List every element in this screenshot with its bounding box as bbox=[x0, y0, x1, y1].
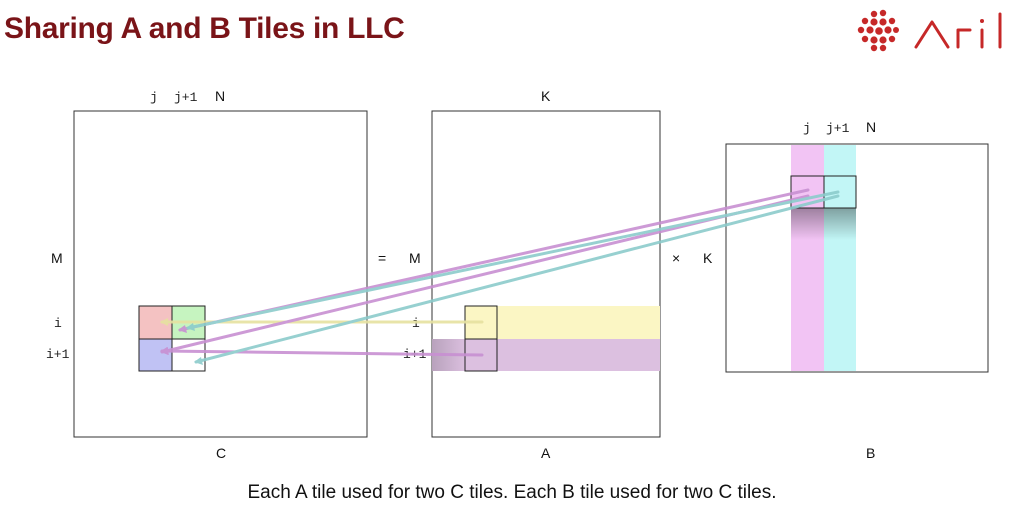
b-tile-j1 bbox=[823, 175, 857, 209]
a-row-label-m: M bbox=[409, 250, 421, 266]
b-col-label-j1: j+1 bbox=[826, 121, 850, 136]
a-col-label-k: K bbox=[541, 88, 551, 104]
equals-sign: = bbox=[378, 250, 386, 266]
b-col-shadow bbox=[791, 208, 856, 240]
matrix-c: j j+1 N M i i+1 C bbox=[46, 88, 368, 461]
arrowhead-b-j1-i1 bbox=[194, 357, 203, 365]
c-row-label-i1: i+1 bbox=[46, 347, 70, 362]
c-row-label-i: i bbox=[54, 316, 62, 331]
matrix-a-frame bbox=[431, 110, 661, 438]
arrowhead-b-j-i1 bbox=[160, 347, 169, 355]
aril-logo bbox=[857, 9, 1002, 52]
arrowhead-b-j1-i bbox=[186, 323, 195, 331]
arrow-a-i1-to-c bbox=[160, 349, 484, 357]
times-sign: × bbox=[672, 250, 680, 266]
c-col-label-j1: j+1 bbox=[174, 90, 198, 105]
logo-wordmark bbox=[914, 12, 1002, 49]
matrix-b-label: B bbox=[866, 445, 875, 461]
caption: Each A tile used for two C tiles. Each B… bbox=[247, 482, 777, 503]
arrow-b-j1-to-c-i1 bbox=[194, 194, 840, 364]
matrix-b-frame bbox=[725, 143, 989, 373]
arrowhead-a-i bbox=[160, 318, 168, 326]
matrix-a-label: A bbox=[541, 445, 551, 461]
matrix-c-frame bbox=[73, 110, 368, 438]
c-row-label-m: M bbox=[51, 250, 63, 266]
c-col-label-n: N bbox=[215, 88, 225, 104]
matrix-b: j j+1 N K B bbox=[703, 119, 989, 461]
matrix-c-label: C bbox=[216, 445, 226, 461]
arrowhead-b-j-i bbox=[178, 325, 187, 333]
c-col-label-j: j bbox=[150, 90, 158, 105]
b-col-label-n: N bbox=[866, 119, 876, 135]
b-col-label-j: j bbox=[803, 121, 811, 136]
dependency-arrows bbox=[160, 188, 840, 365]
c-tile-i1-j bbox=[139, 339, 172, 371]
arrow-b-j1-to-c-i bbox=[186, 190, 840, 330]
b-row-label-k: K bbox=[703, 250, 713, 266]
page-title: Sharing A and B Tiles in LLC bbox=[4, 12, 405, 45]
logo-hexagon-icon bbox=[857, 9, 899, 52]
